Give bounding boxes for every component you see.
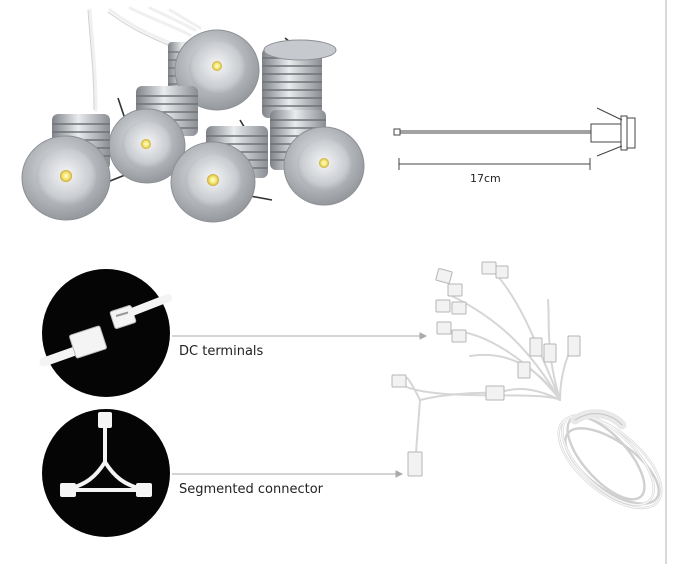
dc-terminals-label: DC terminals [179,344,264,359]
segmented-splitter-connector-icon [42,409,170,537]
dc-terminal-connector-icon [39,269,172,397]
dimension-label: 17cm [470,172,501,185]
segmented-connector-label: Segmented connector [179,482,324,497]
right-edge-line [665,0,667,564]
cable-dimension-drawing-icon [393,107,636,170]
led-downlight-group-icon [21,6,365,223]
wire-harness-bundle-icon [391,261,663,510]
